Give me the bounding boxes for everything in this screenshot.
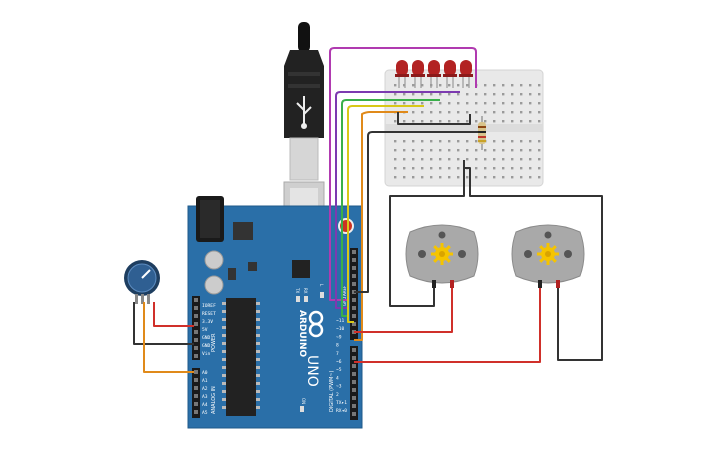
usb-icon: [296, 96, 312, 129]
wire-green: [341, 99, 440, 317]
digital-pin-label-11: RX◂0: [336, 408, 347, 414]
wire-purple: [335, 91, 460, 309]
power-pin-label-1: RESET: [202, 311, 216, 317]
wire-black-pot-gnd: [133, 302, 194, 345]
breadboard-holes: [394, 84, 541, 179]
leds[interactable]: [395, 60, 473, 88]
resistor[interactable]: [478, 116, 486, 150]
wire-black-bb-to-motor2: [464, 167, 603, 361]
led-5[interactable]: [459, 60, 473, 88]
microcontroller-chip: [226, 298, 256, 416]
analog-header: [192, 368, 200, 418]
digital-pin-label-2: ~9: [336, 334, 342, 340]
wire-orange: [354, 111, 408, 341]
wire-orange-pot-a0: [143, 302, 194, 373]
tx-led-label: TX: [295, 287, 300, 293]
digital-pin-label-10: TX▸1: [336, 400, 347, 406]
l-led-label: L: [319, 284, 324, 287]
digital-pin-label-7: 4: [336, 375, 339, 381]
brand-label: ARDUINO: [297, 310, 307, 358]
wire-red-pot-5v: [153, 302, 194, 327]
gnd-label: GND: [342, 297, 347, 306]
potentiometer[interactable]: [124, 260, 160, 304]
rx-led-label: RX: [303, 288, 308, 294]
analog-pin-label-5: A5: [202, 410, 208, 416]
on-led-label: ON: [301, 398, 306, 404]
gear-icon: [431, 243, 453, 265]
led-3[interactable]: [427, 60, 441, 88]
analog-pin-label-0: A0: [202, 370, 208, 376]
digital-pin-label-8: ~3: [336, 384, 342, 390]
analog-section-label: ANALOG IN: [211, 386, 217, 414]
digital-section-label: DIGITAL (PWM~): [329, 370, 335, 412]
dc-motor-1[interactable]: [405, 224, 479, 288]
digital-pin-label-9: 2: [336, 392, 339, 398]
digital-pin-label-4: 7: [336, 351, 339, 357]
power-pin-label-0: IOREF: [202, 303, 216, 309]
analog-pin-label-2: A2: [202, 386, 208, 392]
led-4[interactable]: [443, 60, 457, 88]
gear-icon: [537, 243, 559, 265]
digital-pin-label-3: 8: [336, 343, 339, 349]
led-1[interactable]: [395, 60, 409, 88]
aref-label: AREF: [342, 285, 347, 296]
wire-black-leds: [397, 112, 471, 125]
arduino-logo-icon: [308, 310, 324, 338]
digital-pin-label-1: ~10: [336, 326, 345, 332]
led-2[interactable]: [411, 60, 425, 88]
dc-motor-2[interactable]: [511, 224, 585, 288]
power-section-label: POWER: [211, 333, 217, 352]
analog-pin-label-3: A3: [202, 394, 208, 400]
power-header: [192, 296, 200, 360]
wires: [133, 47, 603, 373]
digital-pin-label-6: ~5: [336, 367, 342, 373]
analog-pin-label-1: A1: [202, 378, 208, 384]
wire-black-bb-to-motor1: [389, 160, 465, 307]
analog-pin-label-4: A4: [202, 402, 208, 408]
wire-black-gnd-board: [354, 131, 478, 293]
digital-pin-label-5: ~6: [336, 359, 342, 365]
wire-red-motor2: [354, 288, 541, 363]
wire-magenta: [329, 47, 477, 301]
board-name: UNO: [304, 355, 320, 387]
power-pin-label-4: GND: [202, 335, 211, 341]
wire-red-motor1: [354, 288, 453, 333]
power-pin-label-3: 5V: [202, 327, 208, 333]
power-pin-label-5: GND: [202, 343, 211, 349]
digital-pin-label-0: ~11: [336, 318, 345, 324]
power-pin-label-2: 3.3V: [202, 319, 213, 325]
wire-yellow: [347, 105, 424, 323]
power-pin-label-6: Vin: [202, 351, 211, 357]
